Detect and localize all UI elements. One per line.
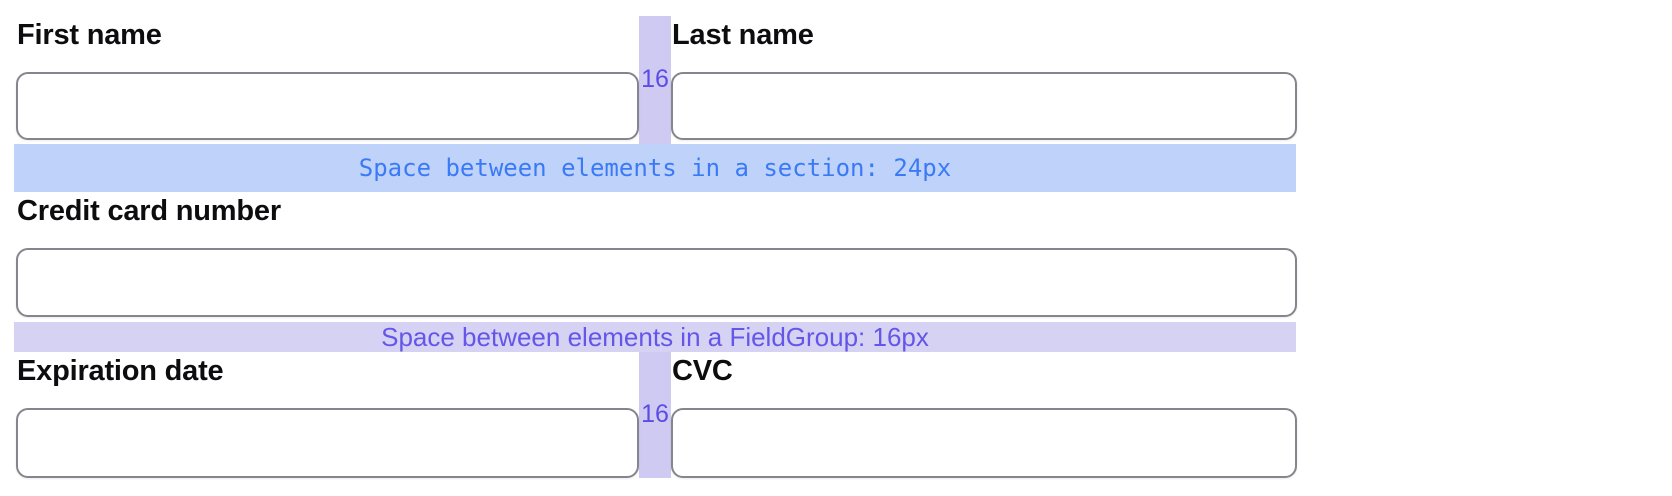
section-gap-annotation: Space between elements in a section: 24p… xyxy=(358,154,952,182)
credit-card-number-label: Credit card number xyxy=(17,195,281,227)
cvc-label: CVC xyxy=(672,355,733,387)
first-name-label: First name xyxy=(17,19,162,51)
last-name-label: Last name xyxy=(672,19,814,51)
credit-card-number-input[interactable] xyxy=(16,248,1297,317)
column-gap-value-top: 16 xyxy=(641,65,669,93)
column-gap-value-bottom: 16 xyxy=(641,400,669,428)
cvc-input[interactable] xyxy=(671,408,1297,478)
section-gap-highlight: Space between elements in a section: 24p… xyxy=(14,144,1296,192)
column-gap-highlight-top xyxy=(639,16,671,144)
last-name-input[interactable] xyxy=(671,72,1297,140)
column-gap-highlight-bottom xyxy=(639,352,671,478)
first-name-input[interactable] xyxy=(16,72,639,140)
expiration-date-label: Expiration date xyxy=(17,355,224,387)
expiration-date-input[interactable] xyxy=(16,408,639,478)
fieldgroup-gap-annotation: Space between elements in a FieldGroup: … xyxy=(381,321,929,352)
fieldgroup-gap-highlight: Space between elements in a FieldGroup: … xyxy=(14,322,1296,352)
